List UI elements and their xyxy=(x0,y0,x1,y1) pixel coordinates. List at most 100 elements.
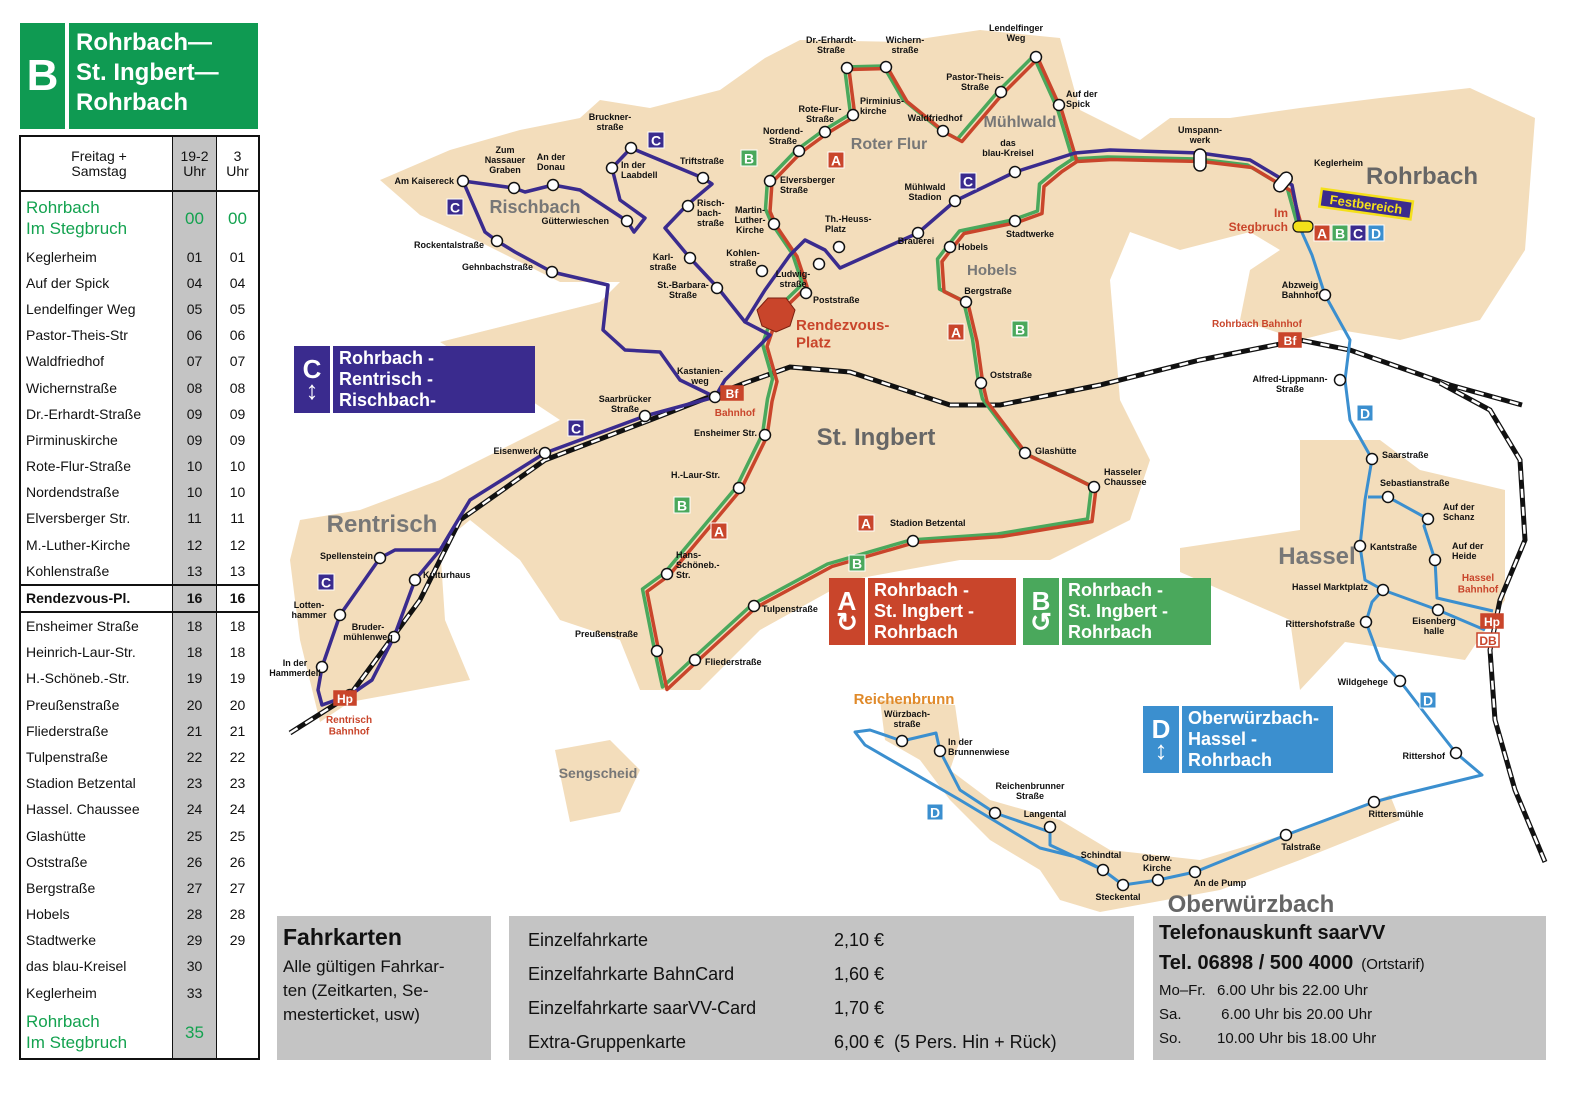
stop-marker[interactable] xyxy=(755,264,769,278)
stop-schindtal[interactable]: Schindtal xyxy=(1081,850,1122,877)
stop-marker[interactable] xyxy=(1279,828,1293,842)
stop-marker[interactable] xyxy=(638,409,652,423)
stop-marker[interactable] xyxy=(315,660,329,674)
stop-marker[interactable] xyxy=(681,199,695,213)
stop-sebastianstraße[interactable]: Sebastianstraße xyxy=(1380,478,1450,504)
stop-marker[interactable] xyxy=(948,194,962,208)
stop-marker[interactable] xyxy=(1116,878,1130,892)
stop-marker[interactable] xyxy=(1376,583,1390,597)
stop-marker[interactable] xyxy=(763,174,777,188)
stop-marker[interactable] xyxy=(974,376,988,390)
stop-marker[interactable] xyxy=(959,295,973,309)
stop-marker[interactable] xyxy=(988,806,1002,820)
stop-marker[interactable] xyxy=(1029,50,1043,64)
stop-poststraße[interactable]: Poststraße xyxy=(799,286,860,306)
stop-marker[interactable] xyxy=(792,144,806,158)
stop-st-barbara-straße[interactable]: St.-Barbara-Straße xyxy=(657,280,724,300)
stop-marker[interactable] xyxy=(1449,746,1463,760)
stop-marker[interactable] xyxy=(1008,214,1022,228)
stop-tulpenstraße[interactable]: Tulpenstraße xyxy=(747,599,818,615)
stop-glashütte[interactable]: Glashütte xyxy=(1018,446,1077,460)
stop-pirminius-kirche[interactable]: Pirminius-kirche xyxy=(846,96,905,122)
stop-alfred-lippmann-straße[interactable]: Alfred-Lippmann-Straße xyxy=(1253,373,1347,394)
stop-triftstraße[interactable]: Triftstraße xyxy=(680,156,724,185)
stop-marker[interactable] xyxy=(1193,148,1207,172)
stop-stadion-betzental[interactable]: Stadion Betzental xyxy=(890,518,966,548)
stop-bruder-mühlenweg[interactable]: Bruder-mühlenweg xyxy=(343,622,401,644)
stop-marker[interactable] xyxy=(1393,674,1407,688)
stop-marker[interactable] xyxy=(911,226,925,240)
stop-marker[interactable] xyxy=(906,534,920,548)
stop-marker[interactable] xyxy=(1381,490,1395,504)
stop-marker[interactable] xyxy=(1353,539,1367,553)
stop-rittershofstraße[interactable]: Rittershofstraße xyxy=(1285,615,1373,630)
stop-marker[interactable] xyxy=(624,141,638,155)
stop-brauerei[interactable]: Brauerei xyxy=(898,226,935,247)
stop-marker[interactable] xyxy=(1421,512,1435,526)
stop-an-de-pump[interactable]: An de Pump xyxy=(1188,865,1247,889)
stop-hobels[interactable]: Hobels xyxy=(943,240,989,254)
stop-marker[interactable] xyxy=(1096,863,1110,877)
stop-bruckner-straße[interactable]: Bruckner-straße xyxy=(589,112,638,155)
stop-marker[interactable] xyxy=(994,85,1008,99)
terminal-stop-im-stegbruch[interactable] xyxy=(1292,220,1314,233)
stop-marker[interactable] xyxy=(933,744,947,758)
stop-rittershof[interactable]: Rittershof xyxy=(1403,746,1463,762)
stop-marker[interactable] xyxy=(1008,165,1022,179)
stop-kohlen-straße[interactable]: Kohlen-straße xyxy=(726,248,769,278)
stop-marker[interactable] xyxy=(1367,795,1381,809)
stop-oststraße[interactable]: Oststraße xyxy=(974,370,1033,390)
stop-marker[interactable] xyxy=(660,567,674,581)
stop-marker[interactable] xyxy=(1428,553,1442,567)
stop-marker[interactable] xyxy=(710,281,724,295)
stop-marker[interactable] xyxy=(507,181,521,195)
stop-umspann-werk[interactable]: Umspann-werk xyxy=(1178,125,1222,172)
stop-marker[interactable] xyxy=(895,734,909,748)
stop-am-kaisereck[interactable]: Am Kaisereck xyxy=(394,174,470,188)
stop-marker[interactable] xyxy=(767,217,781,231)
stop-saarstraße[interactable]: Saarstraße xyxy=(1365,450,1429,466)
stop-marker[interactable] xyxy=(840,61,854,75)
stop-marker[interactable] xyxy=(747,599,761,613)
stop-marker[interactable] xyxy=(812,257,826,271)
stop-langental[interactable]: Langental xyxy=(1024,809,1067,834)
stop-fliederstraße[interactable]: Fliederstraße xyxy=(688,653,762,668)
stop-th-heuss-platz[interactable]: Th.-Heuss-Platz xyxy=(825,214,872,254)
stop-bergstraße[interactable]: Bergstraße xyxy=(959,286,1012,309)
stop-marker[interactable] xyxy=(373,551,387,565)
stop-waldfriedhof[interactable]: Waldfriedhof xyxy=(908,113,964,138)
stop-marker[interactable] xyxy=(936,124,950,138)
stop-marker[interactable] xyxy=(846,108,860,122)
stop-marker[interactable] xyxy=(605,161,619,175)
stop-gütterwieschen[interactable]: Gütterwieschen xyxy=(541,214,634,228)
stop-talstraße[interactable]: Talstraße xyxy=(1279,828,1321,853)
stop-marker[interactable] xyxy=(732,481,746,495)
stop-wichern-straße[interactable]: Wichern-straße xyxy=(879,35,925,74)
stop-lotten-hammer[interactable]: Lotten-hammer xyxy=(291,600,347,622)
stop-marker[interactable] xyxy=(545,265,559,279)
stop-marker[interactable] xyxy=(387,630,401,644)
stop-marker[interactable] xyxy=(799,286,813,300)
stop-marker[interactable] xyxy=(1188,865,1202,879)
stop-marker[interactable] xyxy=(1087,480,1101,494)
stop-marker[interactable] xyxy=(708,390,722,404)
stop-marker[interactable] xyxy=(490,234,504,248)
stop-marker[interactable] xyxy=(546,178,560,192)
stop-würzbach-straße[interactable]: Würzbach-straße xyxy=(884,709,930,748)
stop-rittersmühle[interactable]: Rittersmühle xyxy=(1367,795,1424,820)
stop-wildgehege[interactable]: Wildgehege xyxy=(1338,674,1407,688)
